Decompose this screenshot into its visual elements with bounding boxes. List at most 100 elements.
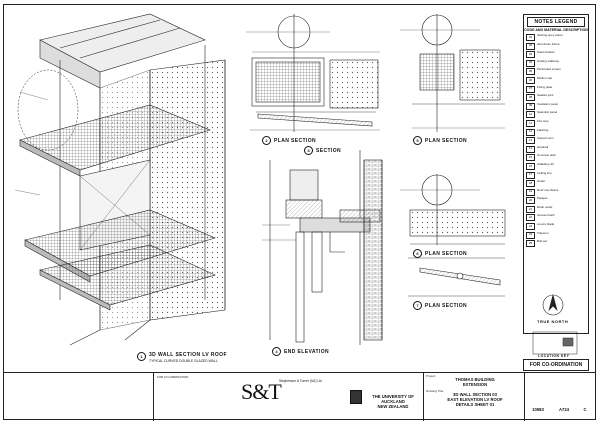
legend-item-number: 04 — [526, 59, 535, 67]
title-block-numbers-cell: 10583 A724 C — [524, 373, 596, 421]
legend-item-number: 10 — [526, 111, 535, 119]
legend-item-number: 06 — [526, 76, 535, 84]
view-plan-section-top — [246, 14, 380, 132]
university-name: THE UNIVERSITY OF AUCKLAND NEW ZEALAND — [363, 394, 423, 409]
view-plan-section-right-lower — [408, 257, 505, 297]
issue-status: FOR CO-ORDINATION — [157, 375, 189, 379]
project-name: THOMAS BUILDING EXTENSION — [430, 377, 520, 387]
view-6-bubble: 6 — [413, 249, 422, 258]
university-crest-icon — [350, 390, 362, 404]
title-block-issue-cell: FOR CO-ORDINATION — [153, 373, 238, 421]
view-1-title: 3D WALL SECTION LV ROOF — [149, 352, 227, 358]
view-1-subtitle: TYPICAL CURVED DOUBLE GLAZED WALL — [149, 359, 218, 363]
legend-item-text: Grating walkway — [537, 58, 560, 63]
legend-item-number: 19 — [526, 188, 535, 196]
title-block-project-cell: Project THOMAS BUILDING EXTENSION Drawin… — [423, 373, 524, 421]
legend-item-text: Perforated screen — [537, 67, 561, 72]
legend-item-number: 25 — [526, 240, 535, 248]
legend-item-text: Mullion cap — [537, 75, 553, 80]
view-4-bubble: 4 — [272, 347, 281, 356]
notes-legend: NOTES LEGEND CODE AND MATERIAL DESCRIPTI… — [523, 14, 589, 334]
legend-item-number: 14 — [526, 145, 535, 153]
drawing-title-line-1: 3D WALL SECTION 03 — [453, 392, 497, 397]
legend-item-text: Handrail — [537, 144, 549, 149]
drawing-sheet — [3, 4, 596, 420]
firm-logo: S&T — [241, 379, 282, 404]
legend-item-number: 23 — [526, 223, 535, 231]
legend-item-text: Transom — [537, 230, 549, 235]
legend-item-number: 03 — [526, 51, 535, 59]
drawing-title-label: Drawing Title — [426, 389, 444, 393]
legend-item-text: Support arm — [537, 136, 554, 141]
drawing-title-line-3: DETAILS SHEET 01 — [455, 402, 495, 407]
legend-title: NOTES LEGEND — [527, 17, 585, 27]
view-7-title: PLAN SECTION — [425, 303, 468, 309]
legend-item-number: 22 — [526, 214, 535, 222]
title-block: S&T Stephenson & Turner (NZ) Ltd THE UNI… — [3, 372, 596, 421]
legend-item-text: Flashing — [537, 127, 549, 132]
view-3-bubble: 3 — [304, 146, 313, 155]
legend-item-text: Glazing spec panel — [537, 33, 563, 37]
legend-item-text: Fire stop — [537, 118, 549, 123]
location-key-label: LOCATION KEY — [538, 354, 570, 358]
legend-item-text: Concrete slab — [537, 153, 556, 158]
view-section-middle — [262, 150, 381, 345]
view-2-title: PLAN SECTION — [274, 138, 317, 144]
legend-item-number: 13 — [526, 137, 535, 145]
north-arrow — [542, 293, 564, 316]
legend-item-number: 01 — [526, 34, 535, 41]
legend-item-text: Louvre blade — [537, 222, 555, 227]
legend-item-number: 09 — [526, 102, 535, 110]
north-label: TRUE NORTH — [537, 319, 569, 324]
legend-item-text: Sealant joint — [537, 93, 554, 98]
legend-item-text: Insulation panel — [537, 101, 559, 106]
legend-item-number: 24 — [526, 231, 535, 239]
legend-item-text: Cladding rail — [537, 161, 554, 166]
legend-item-text: Aluminium frame — [537, 41, 560, 46]
legend-item-number: 21 — [526, 205, 535, 213]
legend-item-text: Fixing plate — [537, 84, 553, 89]
legend-item-number: 18 — [526, 180, 535, 188]
legend-item-number: 05 — [526, 68, 535, 76]
legend-item-number: 16 — [526, 162, 535, 170]
legend-item-number: 07 — [526, 85, 535, 93]
legend-item-text: Roof membrane — [537, 187, 559, 192]
project-name-line-1: THOMAS BUILDING — [455, 377, 495, 382]
view-3d-wall-section — [14, 13, 226, 346]
job-number: 10583 — [532, 407, 544, 412]
view-6-title: PLAN SECTION — [425, 251, 468, 257]
coordination-stamp: FOR CO-ORDINATION — [523, 359, 589, 371]
view-plan-section-right-top — [400, 14, 505, 132]
view-plan-section-right-middle — [400, 174, 506, 245]
view-4-title: END ELEVATION — [284, 349, 330, 355]
legend-item-number: 02 — [526, 42, 535, 50]
legend-item-number: 11 — [526, 119, 535, 127]
legend-item-number: 08 — [526, 94, 535, 102]
view-2-bubble: 2 — [262, 136, 271, 145]
legend-item-number: 20 — [526, 197, 535, 205]
view-7-bubble: 7 — [413, 301, 422, 310]
location-key — [532, 331, 578, 355]
legend-item-text: Steel bracket — [537, 50, 555, 55]
